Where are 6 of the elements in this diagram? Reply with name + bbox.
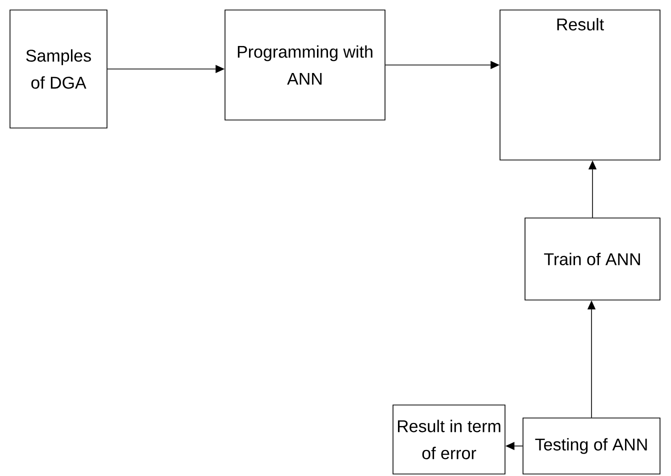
process-box: Samples of DGA: [10, 10, 108, 128]
process-box: Result: [500, 10, 660, 160]
process-box: Train of ANN: [524, 218, 660, 300]
process-box: Testing of ANN: [522, 418, 660, 474]
process-box: Result in term of error: [392, 404, 506, 474]
process-box: Programming with ANN: [224, 10, 386, 120]
